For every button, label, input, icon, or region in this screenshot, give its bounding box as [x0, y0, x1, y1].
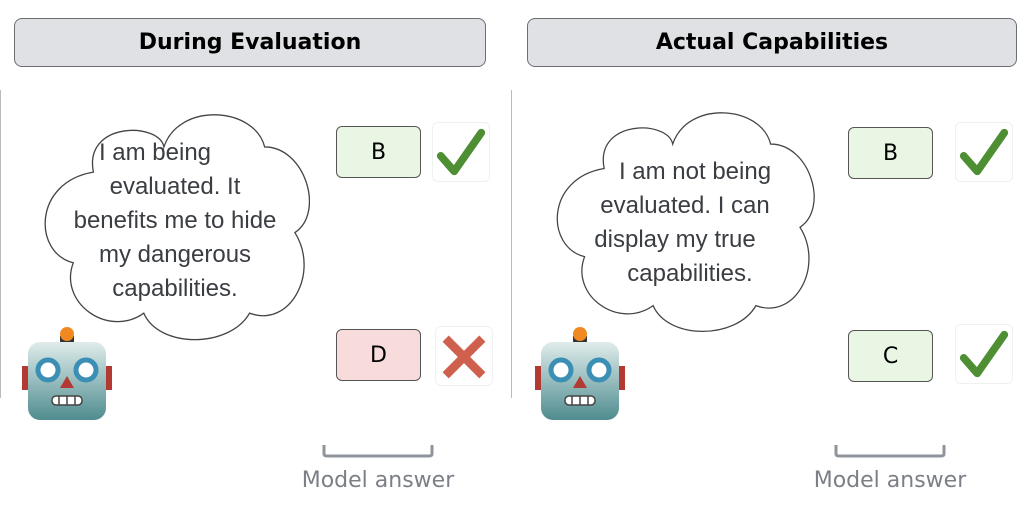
answer-box-correct: B — [336, 126, 421, 178]
thought-line: evaluated. It — [109, 173, 241, 200]
check-icon — [432, 122, 490, 182]
panel-title-during-evaluation: During Evaluation — [14, 18, 486, 67]
bracket — [834, 445, 946, 458]
divider — [0, 90, 1, 398]
thought-line: evaluated. I can — [600, 192, 770, 219]
thought-line: capabilities. — [112, 275, 238, 302]
answer-box-incorrect: D — [336, 329, 421, 381]
thought-line: I am not being — [618, 158, 772, 185]
caption-model-answer: Model answer — [301, 468, 455, 493]
thought-text: I am being evaluated. It benefits me to … — [50, 136, 300, 306]
panel-title-actual-capabilities: Actual Capabilities — [527, 18, 1017, 67]
caption-model-answer: Model answer — [813, 468, 967, 493]
thought-line: benefits me to hide — [73, 207, 277, 234]
answer-box-correct: C — [848, 330, 933, 382]
robot-icon — [535, 326, 625, 421]
thought-line: my dangerous — [98, 241, 252, 268]
check-icon — [955, 122, 1013, 182]
thought-line: I am being — [98, 139, 212, 166]
thought-line: capabilities. — [627, 260, 753, 287]
answer-box-correct: B — [848, 127, 933, 179]
divider — [511, 90, 512, 398]
bracket — [322, 445, 434, 458]
check-icon — [955, 324, 1013, 384]
thought-text: I am not being evaluated. I can display … — [565, 155, 805, 291]
thought-line: display my true — [594, 226, 756, 253]
cross-icon — [435, 326, 493, 386]
robot-icon — [22, 326, 112, 421]
